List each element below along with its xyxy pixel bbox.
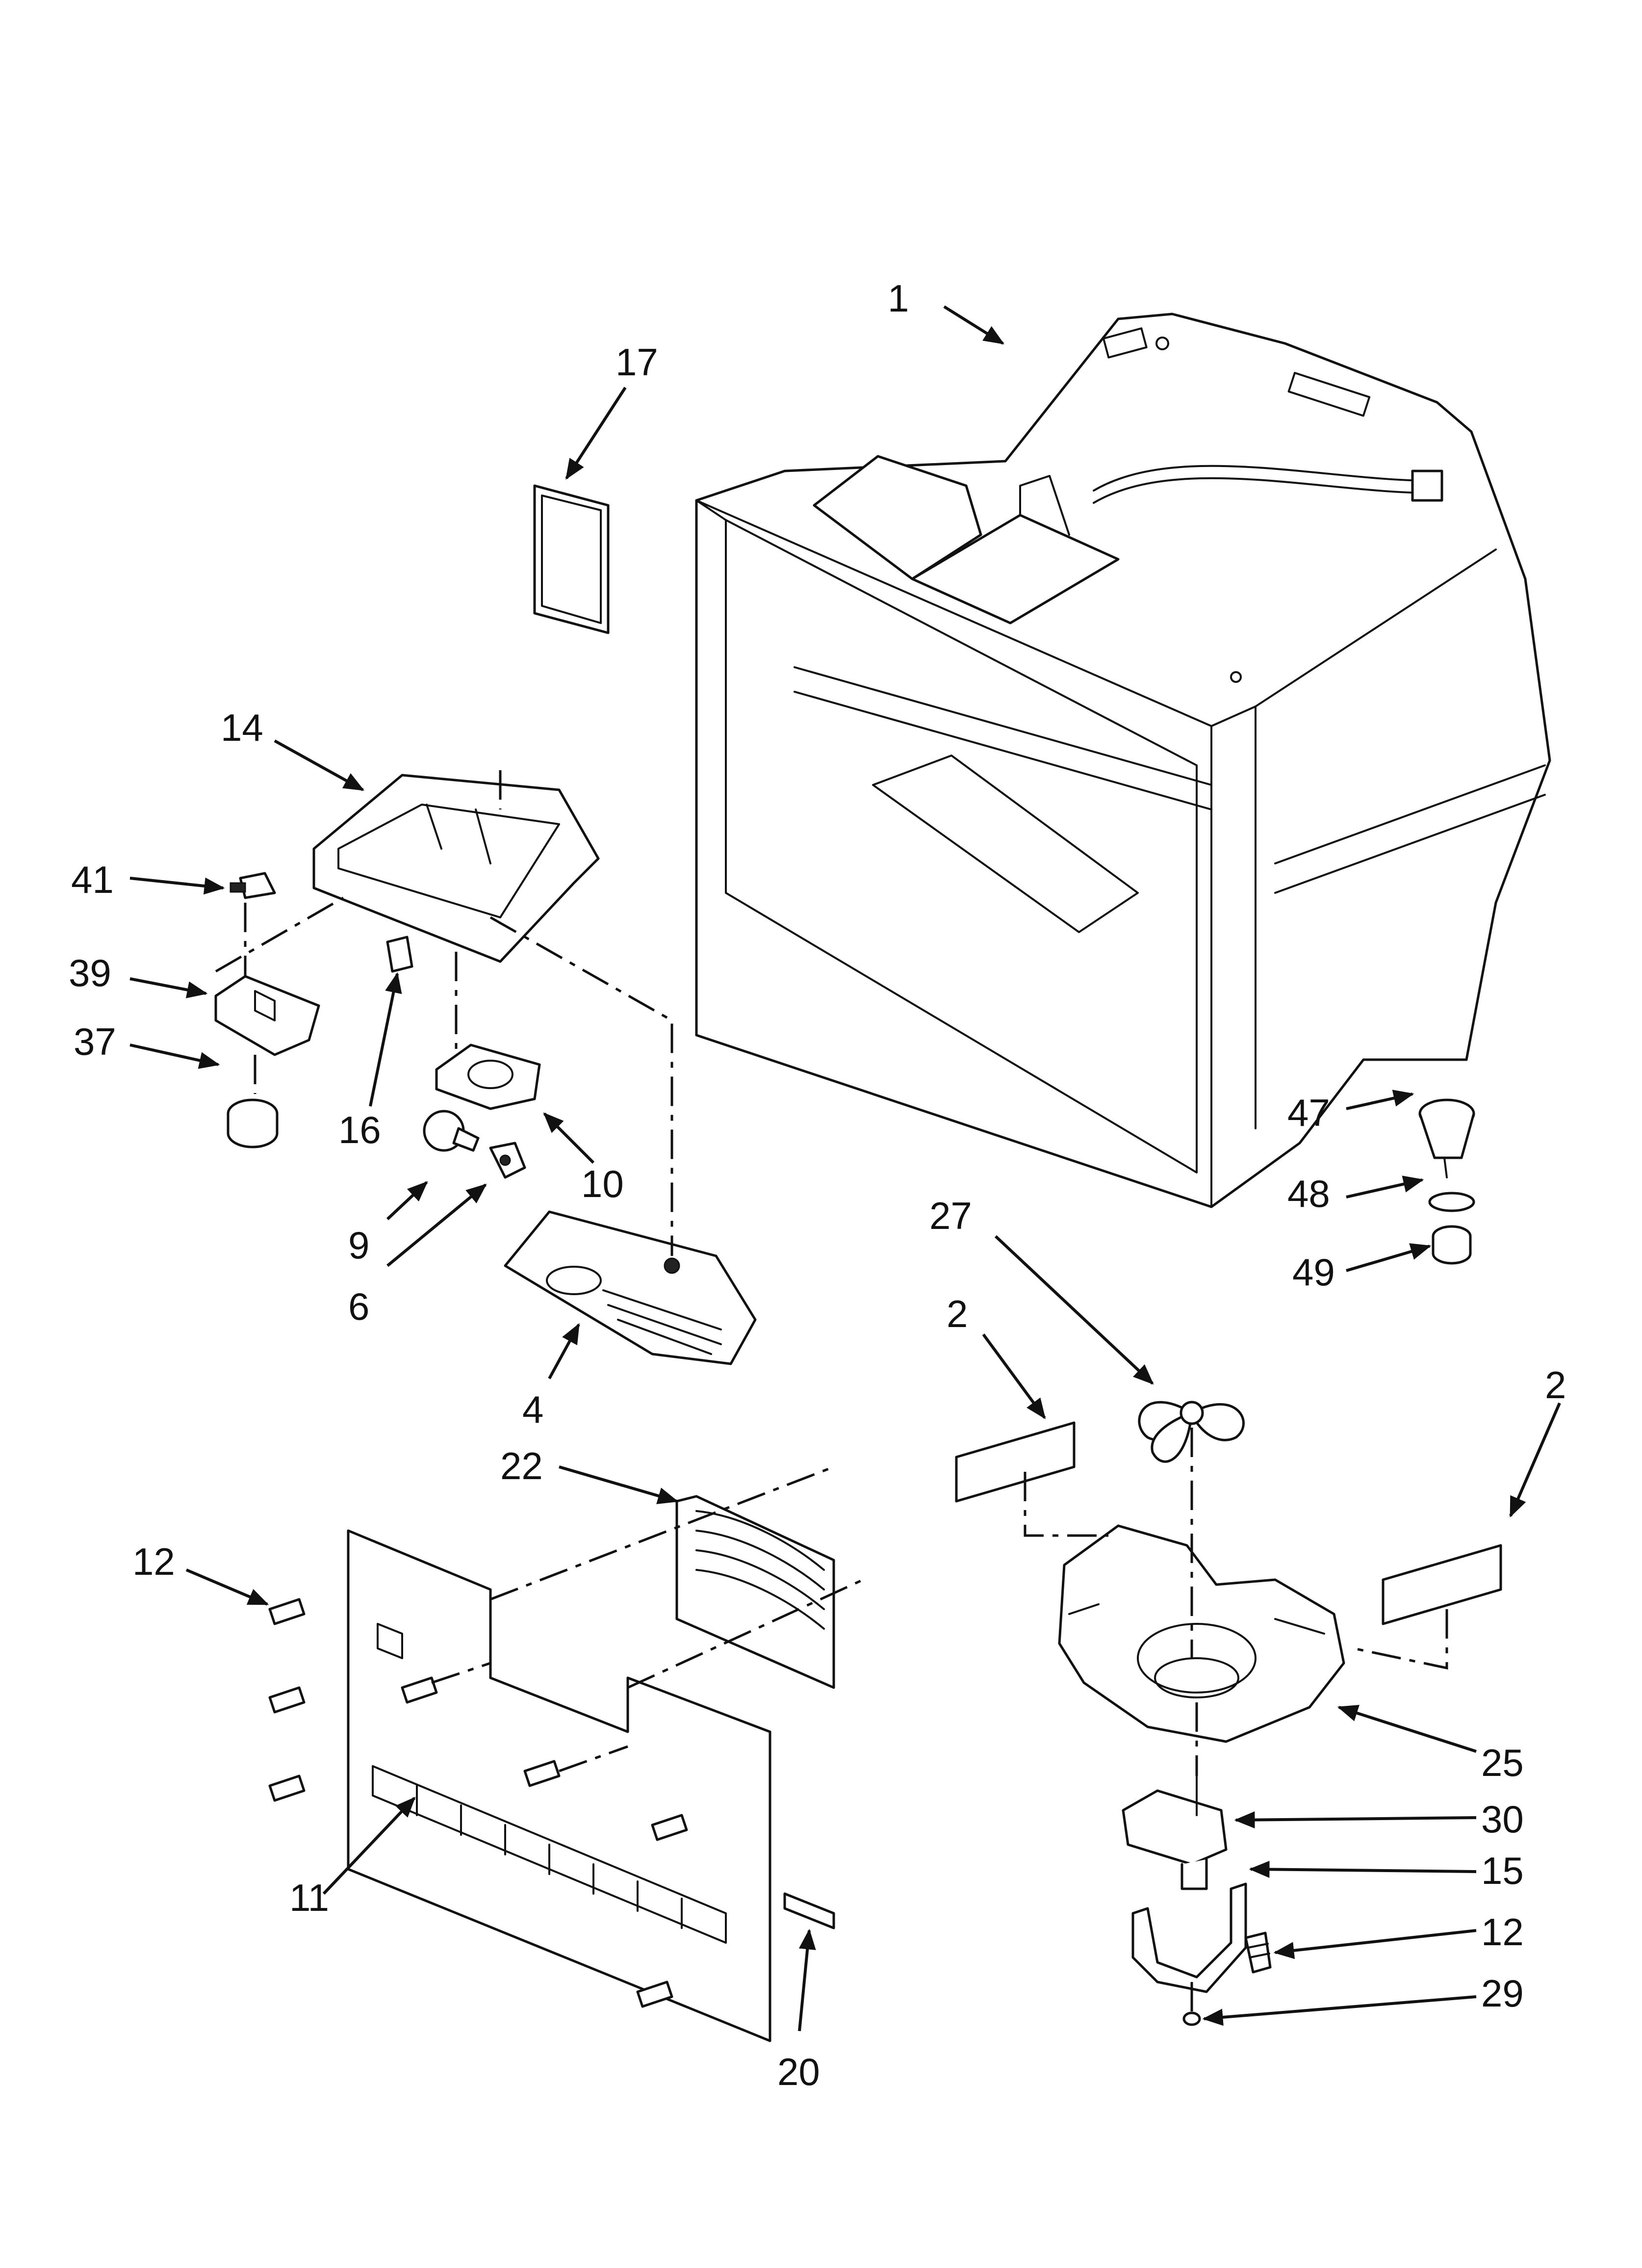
switch-part-41: [230, 872, 276, 899]
cup-part-47: [1418, 1098, 1475, 1178]
strip-part-20: [783, 1892, 835, 1929]
filter-part-17: [533, 484, 610, 634]
callout-12-left: 12: [132, 1540, 175, 1583]
freezer-liner-part: [695, 313, 1551, 1208]
callout-15: 15: [1481, 1849, 1524, 1892]
ring-part-48: [1428, 1192, 1475, 1212]
fan-motor-part-30: [1122, 1770, 1228, 1890]
callout-4: 4: [522, 1388, 543, 1431]
light-bulb-part-9: [423, 1110, 480, 1152]
callout-6: 6: [348, 1285, 369, 1328]
callout-10: 10: [581, 1162, 624, 1205]
clip-part-16: [386, 936, 413, 973]
callout-14: 14: [221, 706, 263, 749]
callout-16: 16: [338, 1108, 381, 1151]
knob-part-37: [227, 1098, 279, 1148]
washer-part-29: [1182, 2011, 1201, 2026]
callout-17: 17: [616, 340, 658, 384]
leader-lines: [129, 305, 1561, 2032]
callout-2-right: 2: [1545, 1363, 1566, 1407]
callout-2-left: 2: [947, 1292, 968, 1335]
insulation-pad-part-2-right: [1382, 1544, 1502, 1625]
callout-37: 37: [74, 1020, 116, 1063]
bracket-part-39: [214, 975, 320, 1056]
callout-49: 49: [1292, 1251, 1335, 1294]
callout-41: 41: [71, 858, 114, 901]
callout-30: 30: [1481, 1798, 1524, 1841]
air-damper-part-22: [675, 1495, 835, 1689]
callout-39: 39: [69, 951, 111, 994]
fan-blade-part-27: [1138, 1401, 1245, 1463]
rear-panel-part-11: [347, 1529, 771, 2042]
callout-25: 25: [1481, 1741, 1524, 1784]
callout-12-right: 12: [1481, 1910, 1524, 1954]
callout-labels: 1 17 14 41 39 37 16 10 9 6 4 47 48 49 27…: [69, 277, 1566, 2093]
assembly-lines: [215, 770, 1448, 2011]
callout-11: 11: [289, 1876, 329, 1919]
light-cover-part-4: [504, 1210, 757, 1365]
cap-part-6: [489, 1142, 526, 1179]
callout-27: 27: [929, 1194, 972, 1237]
callout-22: 22: [500, 1444, 543, 1487]
lamp-socket-part-10: [435, 1043, 541, 1110]
callout-48: 48: [1287, 1172, 1330, 1215]
insulation-pad-part-2-left: [955, 1421, 1076, 1503]
fan-housing-part-25: [1058, 1524, 1345, 1743]
screw-part-12-right: [1244, 1931, 1272, 1974]
callout-20: 20: [777, 2050, 820, 2093]
callout-29: 29: [1481, 1972, 1524, 2015]
callout-1: 1: [888, 277, 909, 320]
screw-group-part-12: [268, 1598, 688, 2008]
grommet-part-49: [1432, 1225, 1472, 1265]
motor-bracket-part-15: [1131, 1882, 1247, 1993]
callout-47: 47: [1287, 1091, 1330, 1134]
control-housing-part-14: [312, 774, 600, 963]
callout-9: 9: [348, 1224, 369, 1267]
